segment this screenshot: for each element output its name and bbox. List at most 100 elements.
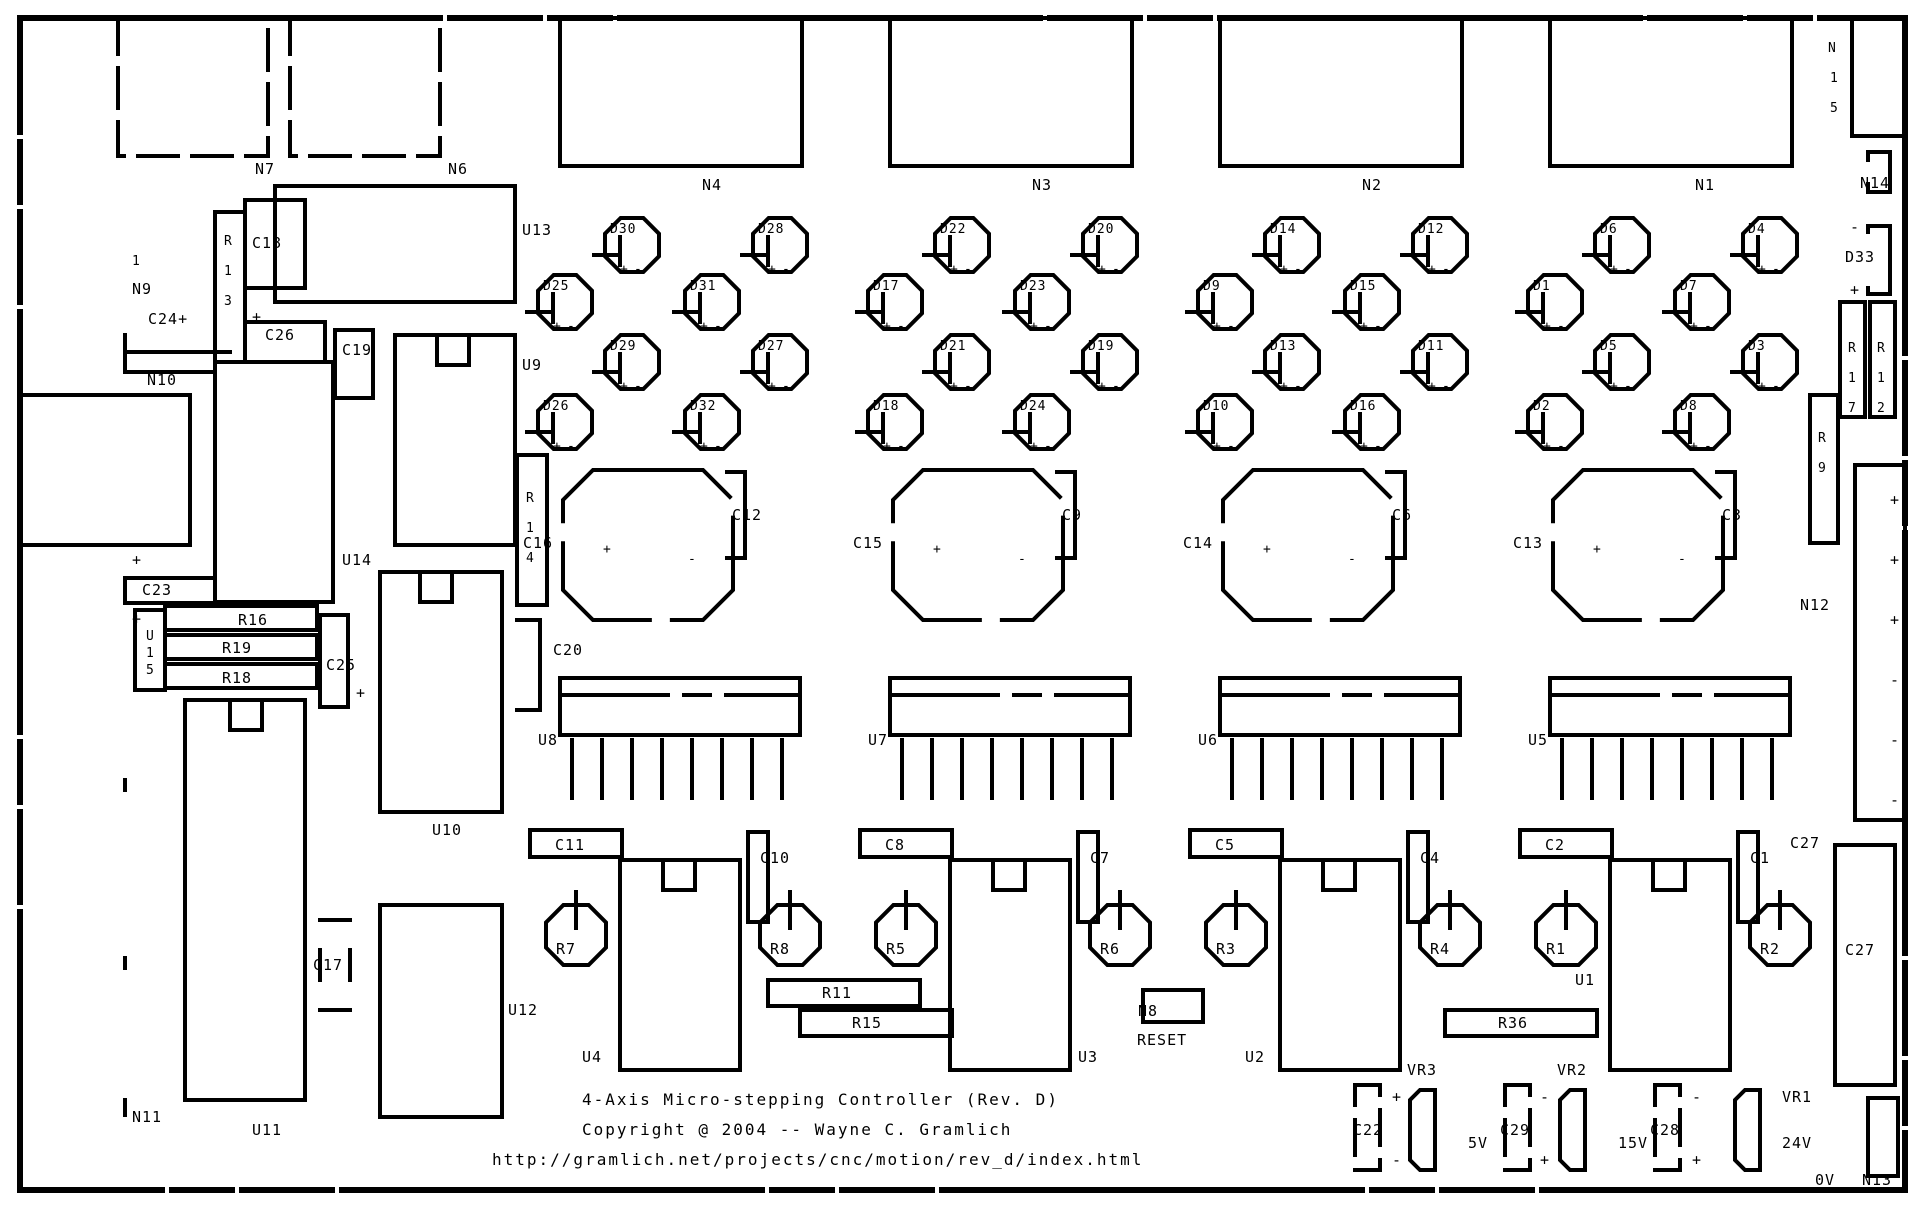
- cap-c22-outline: [1353, 1083, 1382, 1172]
- diode-d12-outline: [1411, 216, 1469, 274]
- connector-n4-outline: [558, 16, 804, 168]
- diode-d7-label: D7: [1680, 279, 1698, 294]
- ic-u10-outline: [378, 570, 504, 814]
- diode-d26-outline: [536, 393, 594, 451]
- diode-d9-label: D9: [1203, 279, 1221, 294]
- regulator-vr3-outline: [1408, 1088, 1437, 1172]
- resistor-r12-outline: [1868, 300, 1897, 419]
- pot-label-3-0: R1: [1546, 940, 1566, 958]
- dip-ic-notch-1: [991, 858, 1027, 892]
- cap-c27-outline: [1833, 843, 1897, 1087]
- diode-d18-minus: -: [897, 439, 906, 454]
- resistor-r13-label-2: 1: [224, 264, 233, 279]
- diode-d10-outline: [1196, 393, 1254, 451]
- diode-d23-lead: [1002, 292, 1032, 324]
- resistor-r12-label-3: 2: [1877, 401, 1886, 416]
- diode-d23-minus: -: [1044, 319, 1053, 334]
- connector-n12-outline: [1853, 463, 1907, 822]
- diode-d2-outline: [1526, 393, 1584, 451]
- connector-n6-outline: [288, 16, 442, 158]
- diode-d26-label: D26: [543, 399, 569, 414]
- c22-minus: -: [1392, 1151, 1402, 1169]
- connector-n15-label-3: 5: [1830, 101, 1839, 116]
- cap-bar-outline-1: [858, 828, 954, 859]
- diode-d20-outline: [1081, 216, 1139, 274]
- ic-u13-label: U13: [522, 221, 552, 239]
- resistor-r11-label: R11: [822, 984, 852, 1002]
- diode-d30-lead: [592, 235, 622, 267]
- connector-n2-outline: [1218, 16, 1464, 168]
- resistor-r14-label-1: R: [526, 491, 535, 506]
- c28-plus: +: [1692, 1151, 1702, 1169]
- cap-big-label-0: C16: [523, 534, 553, 552]
- ic-u3-label: U3: [1078, 1048, 1098, 1066]
- ic-u10-notch: [418, 570, 454, 604]
- diode-d16-outline: [1343, 393, 1401, 451]
- diode-d32-label: D32: [690, 399, 716, 414]
- diode-d9-lead: [1185, 292, 1215, 324]
- diode-d25-plus: +: [553, 319, 562, 334]
- diode-d8-plus: +: [1690, 439, 1699, 454]
- connector-labels: N7 N6 N4 N3 N2 N1 N 1 5 N14 N8 1 N9 N10 …: [132, 41, 1891, 1189]
- cap-bar-outline-0: [528, 828, 624, 859]
- diode-d1-minus: -: [1557, 319, 1566, 334]
- driver-ic-outline-2: [1218, 676, 1462, 737]
- resistor-r9-label-2: 9: [1818, 461, 1827, 476]
- diode-d18-label: D18: [873, 399, 899, 414]
- diode-d29-minus: -: [634, 379, 643, 394]
- diode-d27-lead: [740, 352, 770, 384]
- connector-n15-label-2: 1: [1830, 71, 1839, 86]
- diode-d12-minus: -: [1442, 262, 1451, 277]
- ic-u11-notch: [228, 698, 264, 732]
- n12-pin-6: -: [1890, 791, 1900, 809]
- cap-big-minus-0: -: [688, 552, 697, 567]
- resistor-r17-label-3: 7: [1848, 401, 1857, 416]
- connector-n14-outline: [1866, 150, 1892, 194]
- cap-vert-label-0: C10: [760, 849, 790, 867]
- cap-c27-label-top: C27: [1790, 834, 1820, 852]
- pot-outline-3-1: [1748, 903, 1812, 967]
- ic-u15-outline: [133, 608, 167, 692]
- cap-c26-outline: [243, 320, 327, 364]
- diode-d28-label: D28: [758, 222, 784, 237]
- cap-c19-label: C19: [342, 341, 372, 359]
- connector-n7-label: N7: [255, 160, 275, 178]
- cap-vert-label-3: C1: [1750, 849, 1770, 867]
- diode-d1-lead: [1515, 292, 1545, 324]
- diode-d23-label: D23: [1020, 279, 1046, 294]
- cap-big-label-2: C14: [1183, 534, 1213, 552]
- diode-d2-plus: +: [1543, 439, 1552, 454]
- diode-d11-plus: +: [1428, 379, 1437, 394]
- diode-d24-plus: +: [1030, 439, 1039, 454]
- cap-big-outline-2: [1221, 468, 1395, 622]
- cap-c29-outline: [1503, 1083, 1532, 1172]
- voltage-15v-label: 15V: [1618, 1134, 1648, 1152]
- diode-d27-minus: -: [782, 379, 791, 394]
- cap-bar-label-1: C8: [885, 836, 905, 854]
- diode-d11-label: D11: [1418, 339, 1444, 354]
- diode-d7-lead: [1662, 292, 1692, 324]
- connector-n10-label: N10: [147, 371, 177, 389]
- voltage-24v-label: 24V: [1782, 1134, 1812, 1152]
- diode-d24-outline: [1013, 393, 1071, 451]
- pot-outline-1-1: [1088, 903, 1152, 967]
- driver-ic-outline-1: [888, 676, 1132, 737]
- ic-u9-label: U9: [522, 356, 542, 374]
- c26-plus: +: [252, 308, 262, 326]
- u15-plus: +: [132, 610, 142, 628]
- ic-u11-label: U11: [252, 1121, 282, 1139]
- diode-d17-label: D17: [873, 279, 899, 294]
- resistor-r13-label-3: 3: [224, 294, 233, 309]
- diode-d24-lead: [1002, 412, 1032, 444]
- diode-d25-minus: -: [567, 319, 576, 334]
- diode-d32-lead: [672, 412, 702, 444]
- diode-d4-lead: [1730, 235, 1760, 267]
- diode-d8-minus: -: [1704, 439, 1713, 454]
- n12-pin-3: +: [1890, 611, 1900, 629]
- resistor-r19-label: R19: [222, 639, 252, 657]
- diode-d17-minus: -: [897, 319, 906, 334]
- diode-d22-minus: -: [964, 262, 973, 277]
- diode-d32-minus: -: [714, 439, 723, 454]
- cap-c22-label: C22: [1353, 1121, 1383, 1139]
- diode-d16-plus: +: [1360, 439, 1369, 454]
